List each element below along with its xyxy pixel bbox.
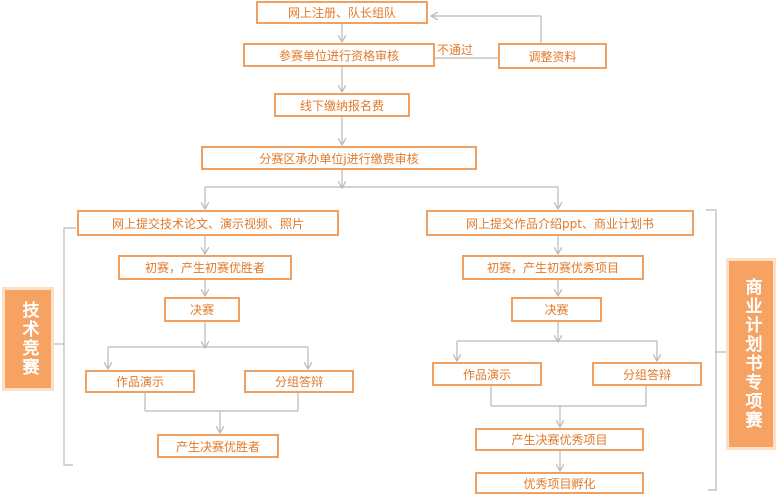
biz-demo-node: 作品演示	[432, 362, 542, 386]
tech-winner-node: 产生决赛优胜者	[157, 434, 279, 458]
adjust-node: 调整资料	[498, 43, 607, 69]
tech-submit-node: 网上提交技术论文、演示视频、照片	[77, 210, 339, 236]
tech-prelim-node: 初赛，产生初赛优胜者	[118, 255, 292, 280]
reject-label: 不通过	[437, 43, 474, 57]
biz-final-node: 决赛	[511, 297, 602, 322]
fee-review-node: 分赛区承办单位j进行缴费审核	[201, 146, 477, 170]
biz-prelim-node: 初赛，产生初赛优秀项目	[462, 255, 644, 280]
qualify-node: 参赛单位进行资格审核	[243, 43, 435, 67]
tech-defense-node: 分组答辩	[244, 370, 354, 393]
biz-incubate-node: 优秀项目孵化	[475, 472, 644, 494]
pay-node: 线下缴纳报名费	[274, 93, 410, 117]
biz-submit-node: 网上提交作品介绍ppt、商业计划书	[426, 210, 694, 236]
biz-winner-node: 产生决赛优秀项目	[475, 428, 644, 451]
tech-final-node: 决赛	[164, 297, 240, 322]
biz-defense-node: 分组答辩	[592, 362, 702, 386]
tech-demo-node: 作品演示	[85, 370, 195, 393]
business-plan-label: 商业计划书专项赛	[726, 258, 776, 450]
register-node: 网上注册、队长组队	[256, 1, 428, 24]
tech-competition-label: 技术竞赛	[2, 287, 54, 391]
